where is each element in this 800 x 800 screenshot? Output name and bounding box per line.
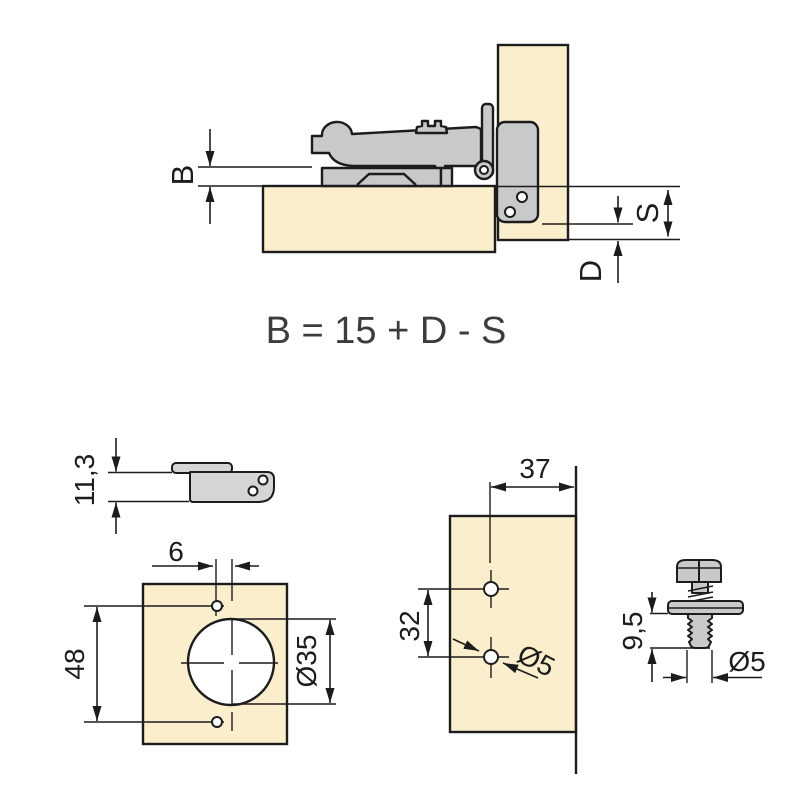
side-panel-blank [448,514,578,734]
dim-label-hole-spacing: 32 [394,610,425,641]
cup-screw-hole [516,191,528,203]
mounting-plate-step [439,166,454,188]
dim-label-s: S [630,203,665,224]
door-drilling-pattern: 6 48 Ø35 [59,536,336,746]
screw-thread [687,585,714,592]
screw-pilot-hole [211,600,223,612]
euro-screw-detail: 9,5 Ø5 [617,559,766,683]
dim-label-screw-length: 9,5 [617,612,648,651]
screw-dowel [687,613,713,649]
formula-text: B = 15 + D - S [266,310,507,352]
screw-pilot-hole [211,716,223,728]
dim-label-d: D [573,260,608,282]
dim-label-b: B [165,165,200,186]
dim-label-plate-height: 11,3 [69,454,100,506]
hinge-cross-section: B S D [165,43,680,283]
dimension-s-d: S D [495,185,680,283]
mounting-plate-ridge [356,172,417,186]
cabinet-panel [261,184,497,254]
mounting-plate-side-view: 11,3 [69,438,275,534]
adjustment-screw [414,119,449,135]
hinge-arm [310,120,483,173]
hinge-pivot-pin [479,165,489,175]
panel-drilling-pattern: 37 32 Ø5 [394,453,578,774]
cup-bore-35 [186,617,276,707]
dim-label-screw-diameter: Ø5 [728,646,765,677]
dim-label-edge-distance: 37 [519,453,550,484]
screw-thread [687,591,714,598]
hinge-cup [495,120,540,224]
dimension-b: B [165,129,312,224]
cup-screw-hole [504,206,516,218]
plate-hole [257,474,269,486]
system-hole [483,649,499,665]
plate-hole [247,485,259,497]
system-hole [483,581,499,597]
mounting-plate [320,166,443,188]
dim-label-cup-diameter: Ø35 [291,635,322,688]
dim-label-offset: 6 [168,536,184,567]
dim-label-hole-spacing: 48 [59,648,90,679]
